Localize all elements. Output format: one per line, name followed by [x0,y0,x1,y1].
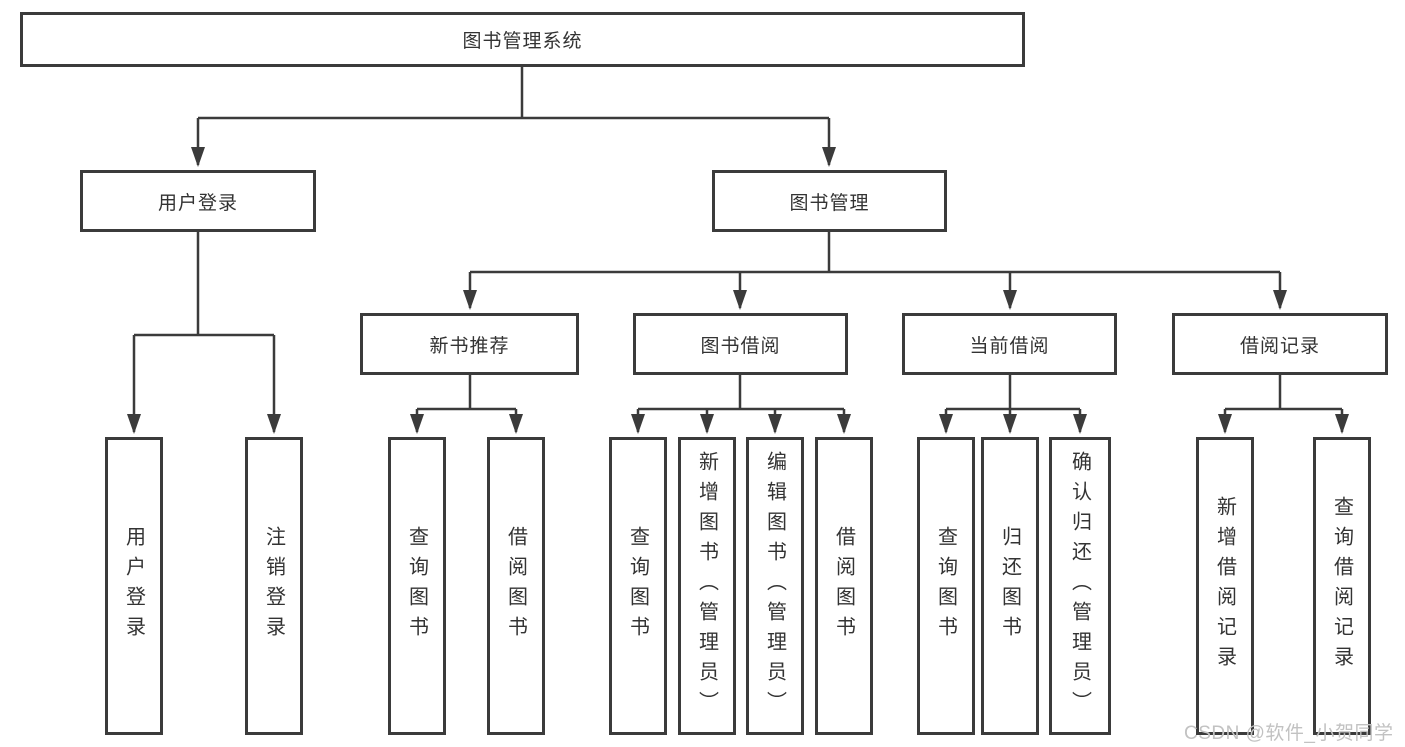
leaf-borrow-borrow-books: 借阅图书 [815,437,873,735]
leaf-newbook-borrow-books-label: 借阅图书 [504,526,527,646]
leaf-borrow-borrow-books-label: 借阅图书 [832,526,855,646]
leaf-current-query-books-label: 查询图书 [934,526,957,646]
leaf-borrow-query-books-label: 查询图书 [626,526,649,646]
node-book-management: 图书管理 [712,170,947,232]
node-borrow-record-label: 借阅记录 [1239,335,1320,357]
leaf-user-login-label: 用户登录 [122,526,145,646]
leaf-record-add-borrow-record: 新增借阅记录 [1196,437,1254,735]
leaf-current-return-books-label: 归还图书 [998,526,1021,646]
leaf-borrow-add-books-admin: 新增图书（管理员） [678,437,736,735]
leaf-current-confirm-return-admin-label: 确认归还（管理员） [1068,451,1091,721]
node-new-book-recommend-label: 新书推荐 [429,335,510,357]
node-current-borrow-label: 当前借阅 [969,335,1050,357]
leaf-borrow-query-books: 查询图书 [609,437,667,735]
leaf-borrow-edit-books-admin: 编辑图书（管理员） [746,437,804,735]
leaf-current-confirm-return-admin: 确认归还（管理员） [1049,437,1111,735]
leaf-current-query-books: 查询图书 [917,437,975,735]
node-user-login-label: 用户登录 [157,192,238,214]
node-root-label: 图书管理系统 [462,31,583,52]
node-book-borrow-label: 图书借阅 [700,335,781,357]
leaf-logout: 注销登录 [245,437,303,735]
leaf-newbook-query-books-label: 查询图书 [405,526,428,646]
node-book-management-label: 图书管理 [789,192,870,214]
leaf-record-query-borrow-record-label: 查询借阅记录 [1330,496,1353,676]
node-root: 图书管理系统 [20,12,1025,67]
leaf-current-return-books: 归还图书 [981,437,1039,735]
node-current-borrow: 当前借阅 [902,313,1117,375]
node-book-borrow: 图书借阅 [633,313,848,375]
leaf-borrow-add-books-admin-label: 新增图书（管理员） [695,451,718,721]
leaf-borrow-edit-books-admin-label: 编辑图书（管理员） [763,451,786,721]
leaf-record-query-borrow-record: 查询借阅记录 [1313,437,1371,735]
leaf-record-add-borrow-record-label: 新增借阅记录 [1213,496,1236,676]
node-new-book-recommend: 新书推荐 [360,313,579,375]
leaf-newbook-borrow-books: 借阅图书 [487,437,545,735]
leaf-newbook-query-books: 查询图书 [388,437,446,735]
leaf-logout-label: 注销登录 [262,526,285,646]
leaf-user-login: 用户登录 [105,437,163,735]
node-borrow-record: 借阅记录 [1172,313,1388,375]
csdn-watermark: CSDN @软件_小贺同学 [1184,723,1394,744]
node-user-login: 用户登录 [80,170,316,232]
